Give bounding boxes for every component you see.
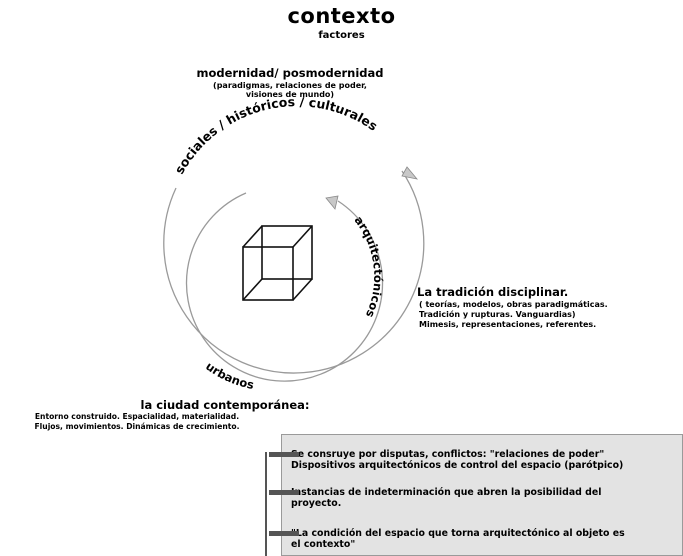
diagram-title: contexto — [287, 4, 396, 28]
note-line: Se consruye por disputas, conflictos: "r… — [291, 449, 605, 460]
city-line: Entorno construido. Espacialidad, materi… — [34, 412, 240, 421]
diagram-subtitle: factores — [318, 30, 365, 41]
note-line: "La condición del espacio que torna arqu… — [291, 528, 625, 539]
bullet-dash — [269, 490, 299, 495]
arrowhead-icon — [401, 166, 419, 180]
city-detail: Entorno construido. Espacialidad, materi… — [8, 412, 266, 431]
arrowhead-icon — [325, 195, 339, 210]
note-line: proyecto. — [291, 498, 342, 509]
connector-line — [265, 452, 267, 556]
note-item: Se consruye por disputas, conflictos: "r… — [269, 449, 679, 471]
modernity-heading: modernidad/ posmodernidad — [196, 66, 384, 80]
tradition-line: Tradición y rupturas. Vanguardias) — [419, 310, 576, 319]
outer-arc-label: sociales / históricos / culturales — [172, 94, 381, 176]
tradition-heading: La tradición disciplinar. — [417, 285, 569, 299]
city-line: Flujos, movimientos. Dinámicas de crecim… — [34, 421, 240, 431]
city-heading: la ciudad contemporánea: — [140, 398, 310, 412]
note-line: Instancias de indeterminación que abren … — [291, 487, 602, 498]
modernity-detail-line: visiones de mundo) — [245, 90, 335, 99]
bullet-dash — [269, 531, 299, 536]
note-item: Instancias de indeterminación que abren … — [269, 487, 679, 509]
tradition-line: Mimesis, representaciones, referentes. — [419, 320, 597, 329]
modernity-detail: (paradigmas, relaciones de poder, vision… — [150, 81, 430, 99]
outer-ring — [163, 170, 425, 374]
note-line: Dispositivos arquitectónicos de control … — [291, 460, 624, 471]
tradition-line: ( teorías, modelos, obras paradigmáticas… — [419, 300, 608, 309]
outer-arc-text: sociales / históricos / culturales — [172, 94, 381, 176]
tradition-detail: ( teorías, modelos, obras paradigmáticas… — [419, 300, 608, 330]
cube-icon — [242, 225, 313, 301]
inner-ring — [185, 192, 384, 382]
note-item: "La condición del espacio que torna arqu… — [269, 528, 679, 550]
notes-box: Se consruye por disputas, conflictos: "r… — [269, 434, 683, 556]
bullet-dash — [269, 452, 299, 457]
note-line: el contexto" — [291, 539, 356, 550]
modernity-detail-line: (paradigmas, relaciones de poder, — [213, 81, 367, 90]
